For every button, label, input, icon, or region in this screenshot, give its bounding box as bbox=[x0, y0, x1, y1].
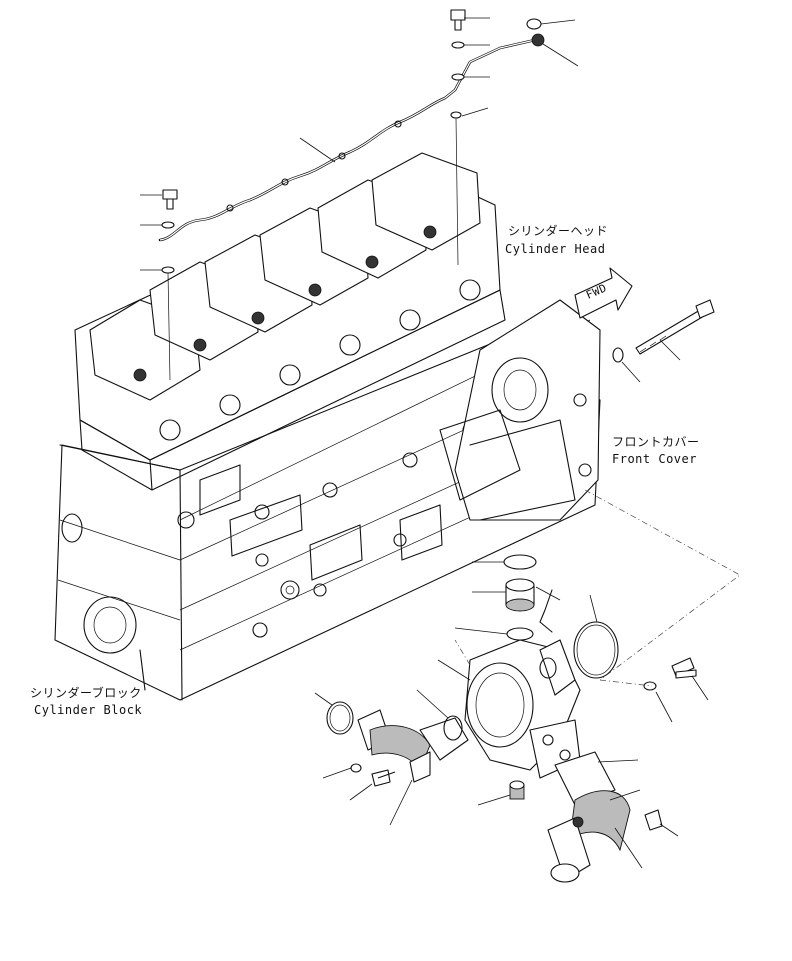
front-cover-label-en: Front Cover bbox=[612, 452, 697, 466]
front-cover-label-jp: フロントカバー bbox=[612, 435, 700, 449]
injector-bosses bbox=[133, 225, 437, 382]
leader-lines bbox=[140, 17, 709, 869]
side-bolts bbox=[643, 657, 697, 831]
rocker-covers bbox=[89, 152, 481, 401]
assembly-lines bbox=[454, 489, 741, 687]
cylinder-head-label-jp: シリンダーヘッド bbox=[508, 224, 609, 238]
cylinder-head-label-en: Cylinder Head bbox=[505, 242, 606, 256]
water-outlet-elbow bbox=[326, 701, 469, 787]
cylinder-block-label-en: Cylinder Block bbox=[34, 703, 143, 717]
long-bolt bbox=[612, 299, 715, 363]
bypass-elbow bbox=[509, 751, 631, 883]
fuel-return-tube bbox=[158, 33, 545, 242]
fwd-arrow-icon bbox=[574, 267, 633, 319]
banjo-bolts-top bbox=[161, 9, 542, 381]
cylinder-block-label-jp: シリンダーブロック bbox=[30, 686, 142, 700]
thermostat-housing bbox=[464, 554, 619, 779]
front-cover bbox=[439, 299, 601, 521]
cylinder-head bbox=[74, 152, 506, 491]
